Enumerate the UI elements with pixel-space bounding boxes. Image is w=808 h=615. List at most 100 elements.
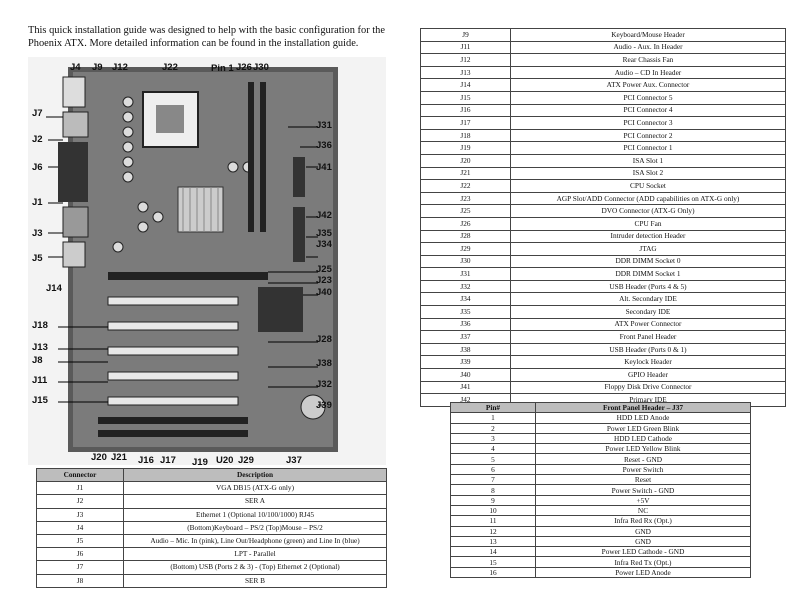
table-row: J7(Bottom) USB (Ports 2 & 3) - (Top) Eth… [36,560,387,575]
table-cell-id: J41 [420,380,511,395]
board-label-j21: J21 [111,452,127,463]
table-cell-id: J7 [36,560,124,575]
board-label-j6: J6 [32,162,43,173]
table-cell-description: Audio – Mic. In (pink), Line Out/Headpho… [123,533,387,549]
table-cell-id: 16 [450,566,536,579]
board-label-j25: J25 [316,264,332,275]
board-label-j28: J28 [316,334,332,345]
table-cell-description: VGA DB15 (ATX-G only) [123,481,387,496]
table-cell-id: J23 [420,191,511,206]
table-cell-id: J5 [36,533,124,549]
board-label-j23: J23 [316,275,332,286]
table-cell-description: Power Switch [535,463,751,476]
table-cell-id: J32 [420,279,511,294]
table-cell-id: J21 [420,166,511,181]
motherboard-photo [46,67,338,452]
table-cell-id: J13 [420,65,511,80]
table-cell-description: PCI Connector 4 [510,103,786,118]
table-cell-id: J30 [420,254,511,269]
table-cell-description: PCI Connector 2 [510,128,786,143]
table-cell-id: J26 [420,216,511,231]
table-cell-description: SER A [123,494,387,509]
table-cell-id: J6 [36,547,124,562]
table-cell-description: ATX Power Aux. Connector [510,78,786,92]
table-cell-description: CPU Fan [510,216,786,231]
table-cell-id: J20 [420,153,511,168]
table-cell-description: GND [535,535,751,548]
table-cell-description: GPIO Header [510,368,786,382]
board-label-j32: J32 [316,379,332,390]
table-cell-id: 9 [450,494,536,506]
table-cell-description: Front Panel Header [510,330,786,344]
table-cell-description: PCI Connector 5 [510,90,786,105]
intro-text: This quick installation guide was design… [28,25,385,49]
column-header-pin: Pin# [450,401,536,414]
table-cell-id: J9 [420,28,511,42]
column-header-description: Description [123,467,387,483]
board-label-j7: J7 [32,108,43,119]
table-cell-description: DVO Connector (ATX-G Only) [510,204,786,218]
board-label-j13: J13 [32,342,48,353]
board-label-j35: J35 [316,228,332,239]
table-cell-description: Keylock Header [510,355,786,370]
table-cell-description: PCI Connector 1 [510,141,786,155]
table-cell-id: J34 [420,292,511,307]
table-cell-id: J12 [420,53,511,67]
table-cell-description: DDR DIMM Socket 1 [510,267,786,281]
table-cell-description: Secondary IDE [510,305,786,319]
table-cell-description: Intruder detection Header [510,229,786,244]
board-label-j3: J3 [32,228,43,239]
board-label-j29: J29 [238,455,254,466]
table-cell-description: ISA Slot 2 [510,166,786,181]
table-cell-id: 10 [450,504,536,517]
table-cell-description: Keyboard/Mouse Header [510,28,786,42]
board-label-j16: J16 [138,455,154,466]
board-label-j17: J17 [160,455,176,466]
table-cell-id: J35 [420,305,511,319]
table-cell-id: 13 [450,535,536,548]
board-label-j36: J36 [316,140,332,151]
table-cell-id: 1 [450,412,536,424]
board-label-j26: J26 [236,62,252,73]
table-cell-id: J11 [420,40,511,55]
table-cell-id: 7 [450,474,536,486]
table-cell-description: Power LED Yellow Blink [535,443,751,455]
board-label-j37: J37 [286,455,302,466]
board-label-j2: J2 [32,134,43,145]
table-cell-description: Audio – CD In Header [510,65,786,80]
table-cell-id: J4 [36,520,124,535]
table-cell-id: J38 [420,342,511,357]
table-row: 9+5V [450,494,751,506]
column-header-front-panel: Front Panel Header – J37 [535,401,751,414]
table-cell-id: J25 [420,204,511,218]
table-cell-description: Power LED Cathode - GND [535,546,751,558]
table-cell-description: DDR DIMM Socket 0 [510,254,786,269]
table-cell-id: J19 [420,141,511,155]
